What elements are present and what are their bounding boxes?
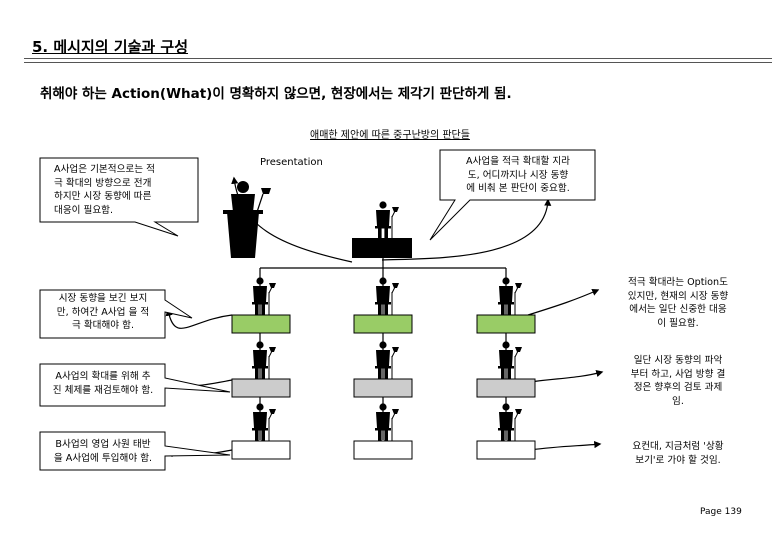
white-box (476, 440, 536, 460)
green-box (231, 314, 291, 334)
gray-box (353, 378, 413, 398)
gray-box (231, 378, 291, 398)
presentation-label: Presentation (260, 157, 323, 168)
person-icon (251, 340, 277, 380)
person-icon (497, 340, 523, 380)
white-box (231, 440, 291, 460)
bubble-right-3: 일단 시장 동향의 파악 부터 하고, 사업 방향 결 정은 향후의 검토 과제… (630, 355, 726, 407)
bubble-left-2: 시장 동향을 보긴 보지 만, 하여간 A사업 을 적 극 확대해야 함. (56, 293, 150, 331)
person-icon (497, 402, 523, 442)
bubble-shape-left-1 (39, 157, 199, 237)
title-rule-top (24, 58, 772, 59)
bubble-right-4: 요컨대, 지금처럼 '상황 보기'로 가야 할 것임. (632, 441, 724, 466)
gray-box (476, 378, 536, 398)
bubble-shape-left-4 (39, 431, 231, 471)
title-rule-bottom (24, 62, 772, 63)
subtitle: 취해야 하는 Action(What)이 명확하지 않으면, 현장에서는 제각기… (40, 86, 512, 102)
person-icon (374, 340, 400, 380)
bubble-shape-top-right (429, 149, 596, 241)
page-title: 5. 메시지의 기술과 구성 (32, 38, 189, 56)
bubble-left-3: A사업의 확대를 위해 추 진 체제를 재검토해야 함. (52, 371, 154, 396)
speech-bubbles (39, 149, 596, 471)
manager-person-icon (374, 200, 400, 240)
page-number: Page 139 (700, 507, 742, 517)
white-box (353, 440, 413, 460)
presenter-icon (223, 181, 271, 258)
green-box (476, 314, 536, 334)
person-icon (251, 276, 277, 316)
bubble-top-right: A사업을 적극 확대할 지라 도, 어디까지나 시장 동향 에 비춰 본 판단이… (466, 156, 570, 194)
person-icon (497, 276, 523, 316)
green-box (353, 314, 413, 334)
person-icon (251, 402, 277, 442)
diagram-caption: 애매한 제안에 따른 중구난방의 판단들 (310, 130, 470, 141)
bubble-right-2: 적극 확대라는 Option도 있지만, 현재의 시장 동향 에서는 일단 신중… (627, 277, 729, 329)
bubble-shape-left-2 (39, 289, 193, 339)
bubble-shape-left-3 (39, 363, 231, 407)
person-icon (374, 402, 400, 442)
bubble-left-4: B사업의 영업 사원 태반 을 A사업에 투입해야 함. (53, 439, 153, 464)
manager-box (352, 238, 412, 258)
person-icon (374, 276, 400, 316)
bubble-left-1: A사업은 기본적으로는 적 극 확대의 방향으로 전개 하지만 시장 동향에 따… (54, 164, 155, 216)
